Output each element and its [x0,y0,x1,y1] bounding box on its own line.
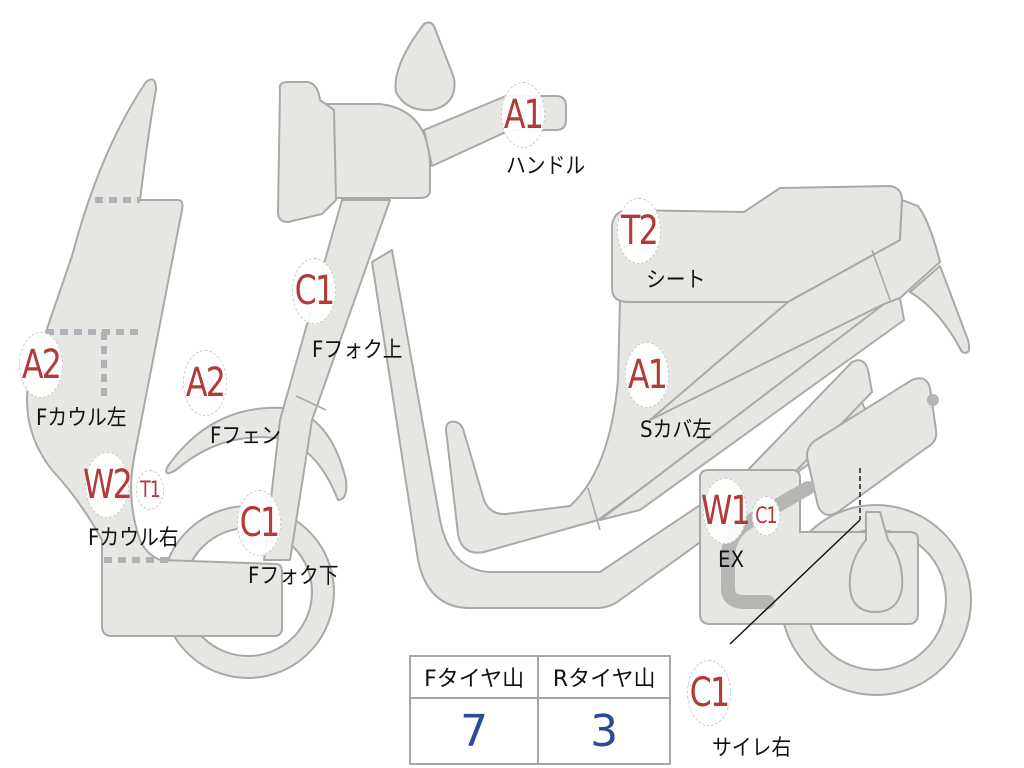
part-label-handle: ハンドル [506,154,586,179]
part-label-f-fork-lower: Fフォク下 [248,564,339,589]
damage-code-f-cowl-right-secondary: T1 [135,470,165,510]
damage-code-silencer-right: C1 [687,660,731,726]
rear-tread-header: Rタイヤ山 [537,655,671,699]
tail-light [909,265,971,354]
tire-tread-table: Fタイヤ山 Rタイヤ山 7 3 [408,655,671,765]
damage-code-f-fender: A2 [183,350,227,416]
damage-code-exhaust-secondary: C1 [751,496,781,536]
mirror [394,21,456,112]
part-label-f-cowl-left: Fカウル左 [36,406,127,431]
rear-shock [848,511,904,613]
footrest-bar [747,359,873,499]
damage-code-f-fork-upper: C1 [292,258,336,324]
side-cover [445,291,901,554]
rear-tread-value: 3 [537,697,671,765]
front-tread-header: Fタイヤ山 [408,655,540,699]
muffler [806,377,938,516]
damage-code-f-cowl-right: W2 [83,452,133,518]
damage-code-f-fork-lower: C1 [237,490,281,556]
silencer-leader-line [729,519,861,645]
damage-code-f-cowl-left: A2 [19,332,63,398]
damage-code-s-cover-left: A1 [625,342,669,408]
rear-body [599,297,905,521]
damage-code-seat: T2 [617,198,661,264]
part-label-silencer-right: サイレ右 [712,736,792,761]
part-label-f-cowl-right: Fカウル右 [88,526,179,551]
front-fork [263,199,391,561]
damage-code-handle: A1 [501,82,545,148]
front-tread-value: 7 [408,697,540,765]
part-label-f-fender: Fフェン [210,424,281,449]
headlight [277,81,337,223]
frame-tube [371,249,871,609]
handle-cover [317,103,431,199]
part-label-seat: シート [646,268,706,293]
part-label-exhaust: EX [718,548,745,573]
damage-code-exhaust: W1 [701,478,751,544]
part-label-f-fork-upper: Fフォク上 [312,338,403,363]
part-label-s-cover-left: Sカバ左 [640,418,712,443]
